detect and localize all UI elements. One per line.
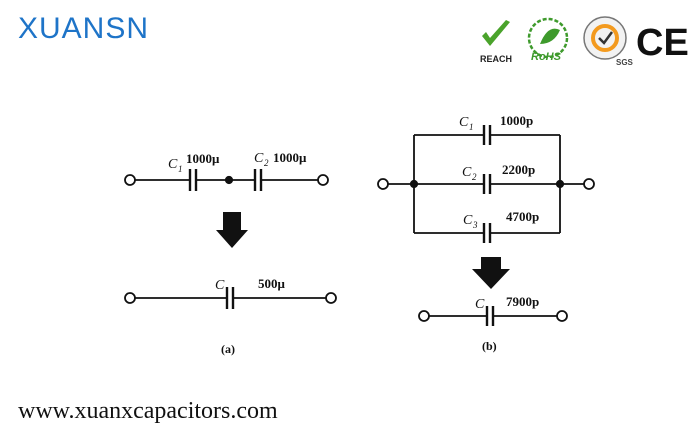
c1-letter: C	[168, 157, 178, 172]
rohs-badge: RoHS	[527, 17, 569, 63]
c2-letter: C	[462, 165, 472, 180]
rohs-leaf-icon	[527, 17, 569, 59]
series-equivalent	[124, 287, 337, 309]
parallel-equivalent	[418, 306, 568, 326]
reach-check-icon	[482, 20, 510, 46]
sgs-mark-icon	[591, 24, 619, 52]
website-url: www.xuanxcapacitors.com	[18, 398, 278, 424]
reach-label: REACH	[480, 54, 512, 64]
c3-value: 4700p	[506, 209, 539, 224]
c3-letter: C	[463, 213, 473, 228]
result-letter: C	[215, 278, 225, 293]
c2-value: 2200p	[502, 162, 535, 177]
c1-letter: C	[459, 115, 469, 130]
sgs-label: SGS	[616, 58, 634, 67]
junction-node	[224, 175, 234, 185]
c1-subscript: 1	[469, 122, 474, 132]
c2-subscript: 2	[264, 158, 269, 168]
result-value: 7900p	[506, 294, 539, 309]
terminal-left	[124, 174, 136, 186]
c1-value: 1000μ	[186, 151, 220, 166]
terminal-right	[583, 178, 595, 190]
c2-letter: C	[254, 151, 264, 166]
arrow-down-icon	[216, 212, 248, 248]
reach-badge: REACH	[480, 20, 512, 64]
arrow-down-icon	[472, 257, 510, 289]
series-circuit	[124, 169, 329, 191]
sgs-badge: SGS	[583, 16, 634, 67]
certification-badges: REACH RoHS SGS CE	[480, 16, 689, 67]
terminal-left	[377, 178, 389, 190]
rohs-label: RoHS	[531, 51, 562, 63]
brand-logo: XUANSN	[18, 12, 150, 45]
ce-mark: CE	[636, 22, 689, 64]
c1-subscript: 1	[178, 164, 183, 174]
c2-value: 1000μ	[273, 150, 307, 165]
caption-b: (b)	[482, 339, 497, 353]
c2-subscript: 2	[472, 172, 477, 182]
parallel-circuit	[377, 125, 595, 243]
c3-subscript: 3	[472, 220, 478, 230]
terminal-right	[317, 174, 329, 186]
result-value: 500μ	[258, 276, 286, 291]
ce-badge: CE	[636, 22, 689, 64]
c1-value: 1000p	[500, 113, 533, 128]
caption-a: (a)	[221, 342, 235, 356]
result-letter: C	[475, 297, 485, 312]
